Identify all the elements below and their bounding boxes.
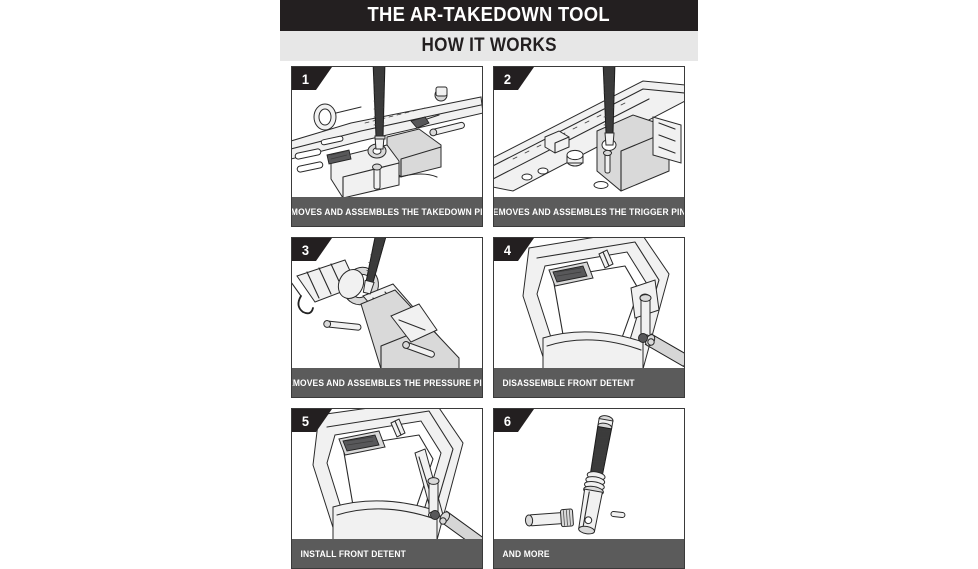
step-panel-6[interactable]: 6 AND MORE [493, 408, 685, 569]
step-6-number: 6 [503, 412, 512, 429]
step-6-badge: 6 [494, 409, 534, 432]
step-1-illustration [292, 67, 482, 198]
step-2-number: 2 [503, 70, 512, 87]
step-5-badge: 5 [292, 409, 332, 432]
step-2-caption: REMOVES AND ASSEMBLES THE TRIGGER PINS [493, 206, 685, 217]
step-1-badge: 1 [292, 67, 332, 90]
subtitle-bar: HOW IT WORKS [280, 31, 698, 61]
step-panel-3[interactable]: 3 REMOVES AND ASSEMBLES THE PRESSURE PIN… [291, 237, 483, 398]
step-5-caption: INSTALL FRONT DETENT [300, 548, 406, 559]
page-subtitle: HOW IT WORKS [421, 35, 557, 56]
step-2-badge: 2 [494, 67, 534, 90]
infographic-root: THE AR-TAKEDOWN TOOL HOW IT WORKS [280, 0, 698, 569]
step-4-illustration [494, 238, 684, 369]
step-3-caption: REMOVES AND ASSEMBLES THE PRESSURE PINS [291, 377, 483, 388]
step-4-badge: 4 [494, 238, 534, 261]
step-panel-2[interactable]: 2 REMOVES AND ASSEMBLES THE TRIGGER PINS [493, 66, 685, 227]
step-3-badge: 3 [292, 238, 332, 261]
step-1-caption: REMOVES AND ASSEMBLES THE TAKEDOWN PINS [291, 206, 483, 217]
step-4-number: 4 [503, 241, 512, 258]
step-2-illustration [494, 67, 684, 198]
step-panel-5[interactable]: 5 INSTALL FRONT DETENT [291, 408, 483, 569]
step-1-number: 1 [301, 70, 310, 87]
step-6-illustration [494, 409, 684, 540]
step-panel-1[interactable]: 1 REMOVES AND ASSEMBLES THE TAKEDOWN PIN… [291, 66, 483, 227]
step-3-caption-bar: REMOVES AND ASSEMBLES THE PRESSURE PINS [292, 368, 482, 397]
step-4-caption: DISASSEMBLE FRONT DETENT [502, 377, 635, 388]
step-5-number: 5 [301, 412, 310, 429]
step-panel-4[interactable]: 4 DISASSEMBLE FRONT DETENT [493, 237, 685, 398]
steps-grid: 1 REMOVES AND ASSEMBLES THE TAKEDOWN PIN… [280, 66, 698, 569]
step-1-caption-bar: REMOVES AND ASSEMBLES THE TAKEDOWN PINS [292, 197, 482, 226]
main-title-bar: THE AR-TAKEDOWN TOOL [280, 0, 698, 31]
step-2-caption-bar: REMOVES AND ASSEMBLES THE TRIGGER PINS [494, 197, 684, 226]
page-title: THE AR-TAKEDOWN TOOL [367, 4, 611, 26]
step-4-caption-bar: DISASSEMBLE FRONT DETENT [494, 368, 684, 397]
step-6-caption: AND MORE [502, 548, 550, 559]
step-3-number: 3 [301, 241, 310, 258]
step-6-caption-bar: AND MORE [494, 539, 684, 568]
step-5-illustration [292, 409, 482, 540]
step-5-caption-bar: INSTALL FRONT DETENT [292, 539, 482, 568]
step-3-illustration [292, 238, 482, 369]
